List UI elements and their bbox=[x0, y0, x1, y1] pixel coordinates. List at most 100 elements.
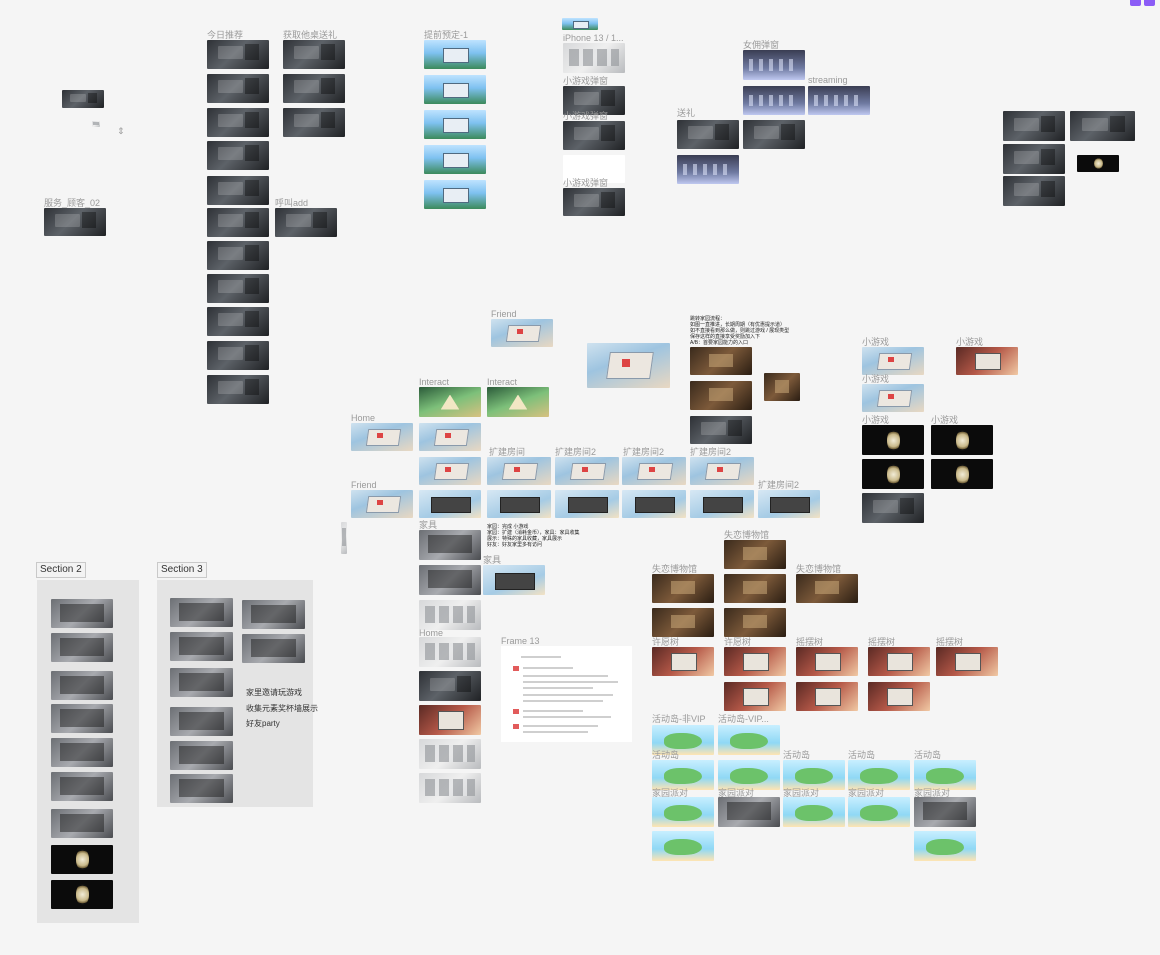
toolbar-button-2[interactable] bbox=[1144, 0, 1155, 6]
frame-thumbnail[interactable] bbox=[677, 155, 739, 184]
frame-thumbnail[interactable] bbox=[862, 493, 924, 523]
frame-thumbnail[interactable] bbox=[862, 425, 924, 455]
frame-thumbnail[interactable] bbox=[207, 176, 269, 205]
frame-thumbnail[interactable] bbox=[690, 416, 752, 444]
frame-thumbnail[interactable] bbox=[956, 347, 1018, 375]
frame-thumbnail[interactable] bbox=[487, 457, 551, 485]
section-title[interactable]: Section 2 bbox=[36, 562, 86, 578]
frame-thumbnail[interactable] bbox=[51, 772, 113, 801]
frame-thumbnail[interactable] bbox=[931, 425, 993, 455]
frame-thumbnail[interactable] bbox=[419, 705, 481, 735]
frame-thumbnail[interactable] bbox=[242, 600, 305, 629]
frame-thumbnail[interactable] bbox=[563, 86, 625, 115]
frame-thumbnail[interactable] bbox=[724, 574, 786, 603]
frame-thumbnail[interactable] bbox=[424, 75, 486, 104]
frame-thumbnail[interactable] bbox=[419, 387, 481, 417]
frame-thumbnail[interactable] bbox=[796, 574, 858, 603]
frame-thumbnail[interactable] bbox=[487, 490, 551, 518]
frame-thumbnail[interactable] bbox=[743, 120, 805, 149]
frame-thumbnail[interactable] bbox=[419, 637, 481, 667]
toolbar-button-1[interactable] bbox=[1130, 0, 1141, 6]
frame-thumbnail[interactable] bbox=[207, 141, 269, 170]
resize-handle[interactable]: ⇕ bbox=[117, 126, 125, 136]
frame-thumbnail[interactable] bbox=[170, 598, 233, 627]
frame-thumbnail[interactable] bbox=[1003, 144, 1065, 174]
frame-thumbnail[interactable] bbox=[419, 457, 481, 485]
frame-thumbnail[interactable] bbox=[652, 608, 714, 637]
frame-thumbnail[interactable] bbox=[718, 725, 780, 755]
frame-thumbnail[interactable] bbox=[419, 773, 481, 803]
frame-thumbnail[interactable] bbox=[563, 188, 625, 216]
frame-thumbnail[interactable] bbox=[808, 86, 870, 115]
frame-thumbnail[interactable] bbox=[914, 797, 976, 827]
frame-thumbnail[interactable] bbox=[92, 121, 100, 127]
frame-thumbnail[interactable] bbox=[275, 208, 337, 237]
frame-thumbnail[interactable] bbox=[622, 490, 686, 518]
frame-thumbnail[interactable] bbox=[848, 797, 910, 827]
frame-thumbnail[interactable] bbox=[51, 738, 113, 767]
frame-thumbnail[interactable] bbox=[242, 634, 305, 663]
frame-thumbnail[interactable] bbox=[62, 90, 104, 108]
frame-thumbnail[interactable] bbox=[207, 208, 269, 237]
frame-thumbnail[interactable] bbox=[51, 880, 113, 909]
frame-thumbnail[interactable] bbox=[652, 760, 714, 790]
frame-thumbnail[interactable] bbox=[862, 459, 924, 489]
frame-thumbnail[interactable] bbox=[652, 797, 714, 827]
frame-thumbnail[interactable] bbox=[419, 565, 481, 595]
frame-thumbnail[interactable] bbox=[622, 457, 686, 485]
frame-thumbnail[interactable] bbox=[690, 490, 754, 518]
frame-thumbnail[interactable] bbox=[690, 347, 752, 375]
frame-thumbnail[interactable] bbox=[419, 423, 481, 451]
frame-thumbnail[interactable] bbox=[936, 647, 998, 676]
frame-thumbnail[interactable] bbox=[868, 647, 930, 676]
frame-thumbnail[interactable] bbox=[862, 347, 924, 375]
frame-thumbnail[interactable] bbox=[862, 384, 924, 412]
frame-thumbnail[interactable] bbox=[587, 343, 670, 388]
frame-thumbnail[interactable] bbox=[1070, 111, 1135, 141]
frame-thumbnail[interactable] bbox=[419, 739, 481, 769]
frame-thumbnail[interactable] bbox=[652, 647, 714, 676]
frame-thumbnail[interactable] bbox=[652, 831, 714, 861]
frame-thumbnail[interactable] bbox=[170, 774, 233, 803]
frame-thumbnail[interactable] bbox=[758, 490, 820, 518]
frame-thumbnail[interactable] bbox=[283, 108, 345, 137]
frame-thumbnail[interactable] bbox=[283, 74, 345, 103]
frame-thumbnail[interactable] bbox=[207, 241, 269, 270]
frame-thumbnail[interactable] bbox=[207, 341, 269, 370]
frame-thumbnail[interactable] bbox=[743, 86, 805, 115]
frame-thumbnail[interactable] bbox=[51, 809, 113, 838]
frame-thumbnail[interactable] bbox=[51, 704, 113, 733]
frame-thumbnail[interactable] bbox=[677, 120, 739, 149]
frame-thumbnail[interactable] bbox=[848, 760, 910, 790]
frame-thumbnail[interactable] bbox=[764, 373, 800, 401]
frame-thumbnail[interactable] bbox=[796, 682, 858, 711]
frame-thumbnail[interactable] bbox=[424, 40, 486, 69]
frame-thumbnail[interactable] bbox=[424, 110, 486, 139]
frame-thumbnail[interactable] bbox=[563, 121, 625, 150]
frame-thumbnail[interactable] bbox=[207, 307, 269, 336]
frame-thumbnail[interactable] bbox=[44, 208, 106, 236]
frame-thumbnail[interactable] bbox=[783, 797, 845, 827]
frame-thumbnail[interactable] bbox=[170, 632, 233, 661]
frame-thumbnail[interactable] bbox=[783, 760, 845, 790]
frame-thumbnail[interactable] bbox=[170, 741, 233, 770]
frame-thumbnail[interactable] bbox=[419, 490, 481, 518]
frame-thumbnail[interactable] bbox=[796, 647, 858, 676]
frame-thumbnail[interactable] bbox=[51, 599, 113, 628]
frame-thumbnail[interactable] bbox=[207, 274, 269, 303]
section-title[interactable]: Section 3 bbox=[157, 562, 207, 578]
frame-thumbnail[interactable] bbox=[652, 574, 714, 603]
frame-thumbnail[interactable] bbox=[743, 50, 805, 80]
frame-thumbnail[interactable] bbox=[914, 831, 976, 861]
frame-thumbnail[interactable] bbox=[1003, 111, 1065, 141]
frame-document[interactable] bbox=[501, 646, 632, 742]
frame-thumbnail[interactable] bbox=[690, 457, 754, 485]
frame-thumbnail[interactable] bbox=[51, 845, 113, 874]
frame-thumbnail[interactable] bbox=[1077, 155, 1119, 172]
frame-thumbnail[interactable] bbox=[207, 74, 269, 103]
frame-thumbnail[interactable] bbox=[341, 522, 347, 554]
frame-thumbnail[interactable] bbox=[931, 459, 993, 489]
frame-thumbnail[interactable] bbox=[51, 633, 113, 662]
frame-thumbnail[interactable] bbox=[690, 381, 752, 410]
frame-thumbnail[interactable] bbox=[1003, 176, 1065, 206]
